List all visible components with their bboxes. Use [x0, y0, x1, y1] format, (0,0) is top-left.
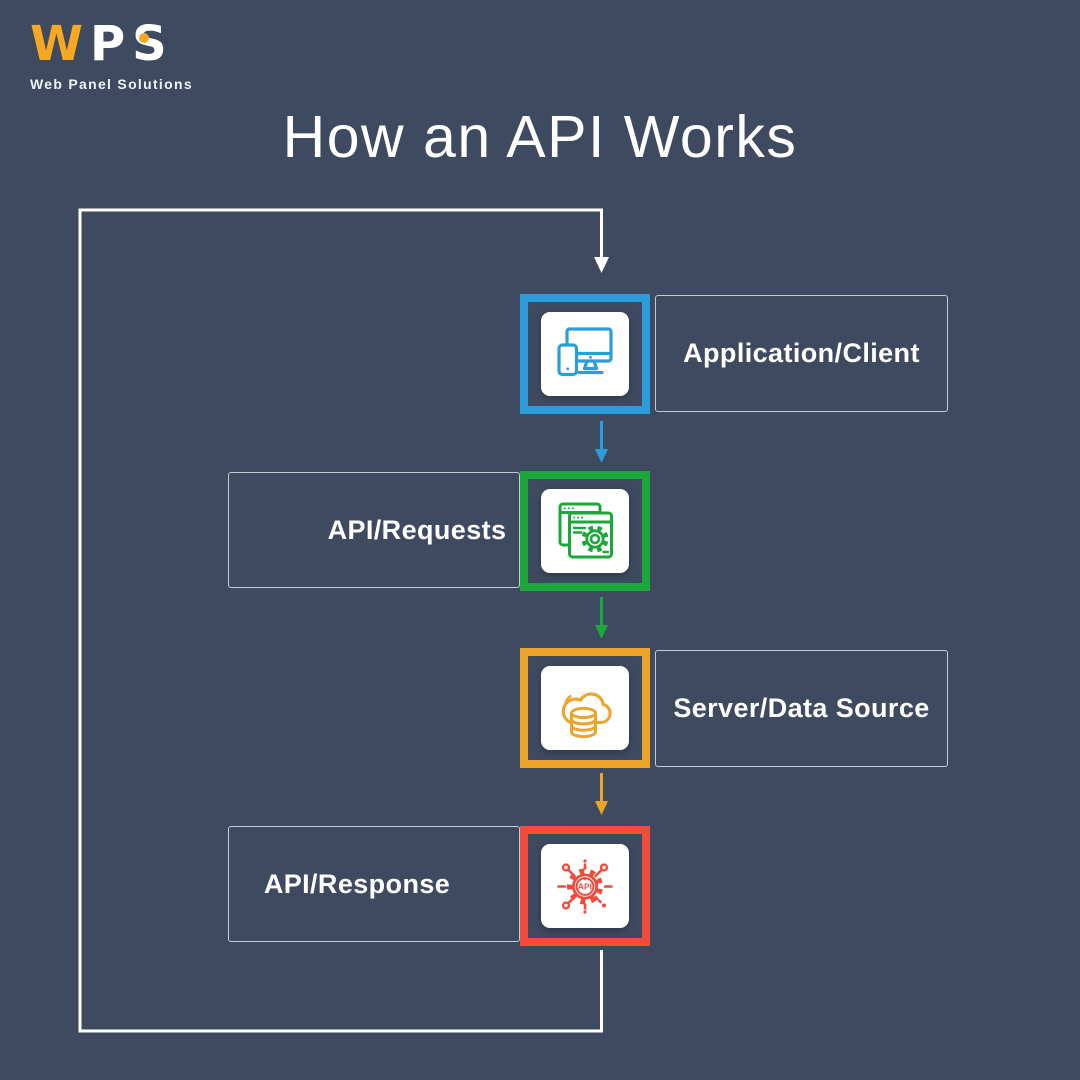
step-server-data-source-iconbox	[520, 648, 650, 768]
label-text: Application/Client	[683, 338, 920, 368]
logo-letter-w: W	[30, 16, 83, 72]
label-text: API/Response	[263, 868, 451, 899]
loop-arrowhead	[594, 257, 609, 273]
icon-card	[541, 489, 629, 573]
logo-tagline: Web Panel Solutions	[30, 76, 193, 92]
icon-card	[541, 666, 629, 750]
browser-gear-icon	[558, 502, 613, 559]
icon-card: API	[541, 844, 629, 928]
page-title: How an API Works	[282, 104, 798, 170]
arrow-orange-head	[595, 801, 608, 815]
logo: W P S Web Panel Solutions	[30, 20, 193, 92]
step-api-requests-iconbox	[520, 471, 650, 591]
label-text: API/Requests	[327, 514, 507, 545]
devices-icon	[557, 327, 613, 377]
logo-letter-s: S	[132, 16, 167, 72]
api-icon-text: API	[578, 883, 592, 892]
label-text: Server/Data Source	[673, 693, 930, 723]
logo-dot	[139, 33, 149, 43]
cloud-database-icon	[561, 692, 612, 739]
label-application-client: Application/Client	[655, 295, 948, 412]
step-application-client-iconbox	[520, 294, 650, 414]
arrow-green-head	[595, 625, 608, 639]
label-api-response: API/Response	[228, 826, 520, 942]
api-network-icon: API	[557, 859, 613, 914]
icon-card	[541, 312, 629, 396]
logo-wordmark: W P S	[30, 20, 193, 68]
loop-back-line	[78, 208, 603, 1033]
logo-letter-p: P	[89, 16, 126, 72]
step-api-response-iconbox: API	[520, 826, 650, 946]
label-api-requests: API/Requests	[228, 472, 520, 588]
label-server-data-source: Server/Data Source	[655, 650, 948, 767]
arrow-blue-head	[595, 449, 608, 463]
